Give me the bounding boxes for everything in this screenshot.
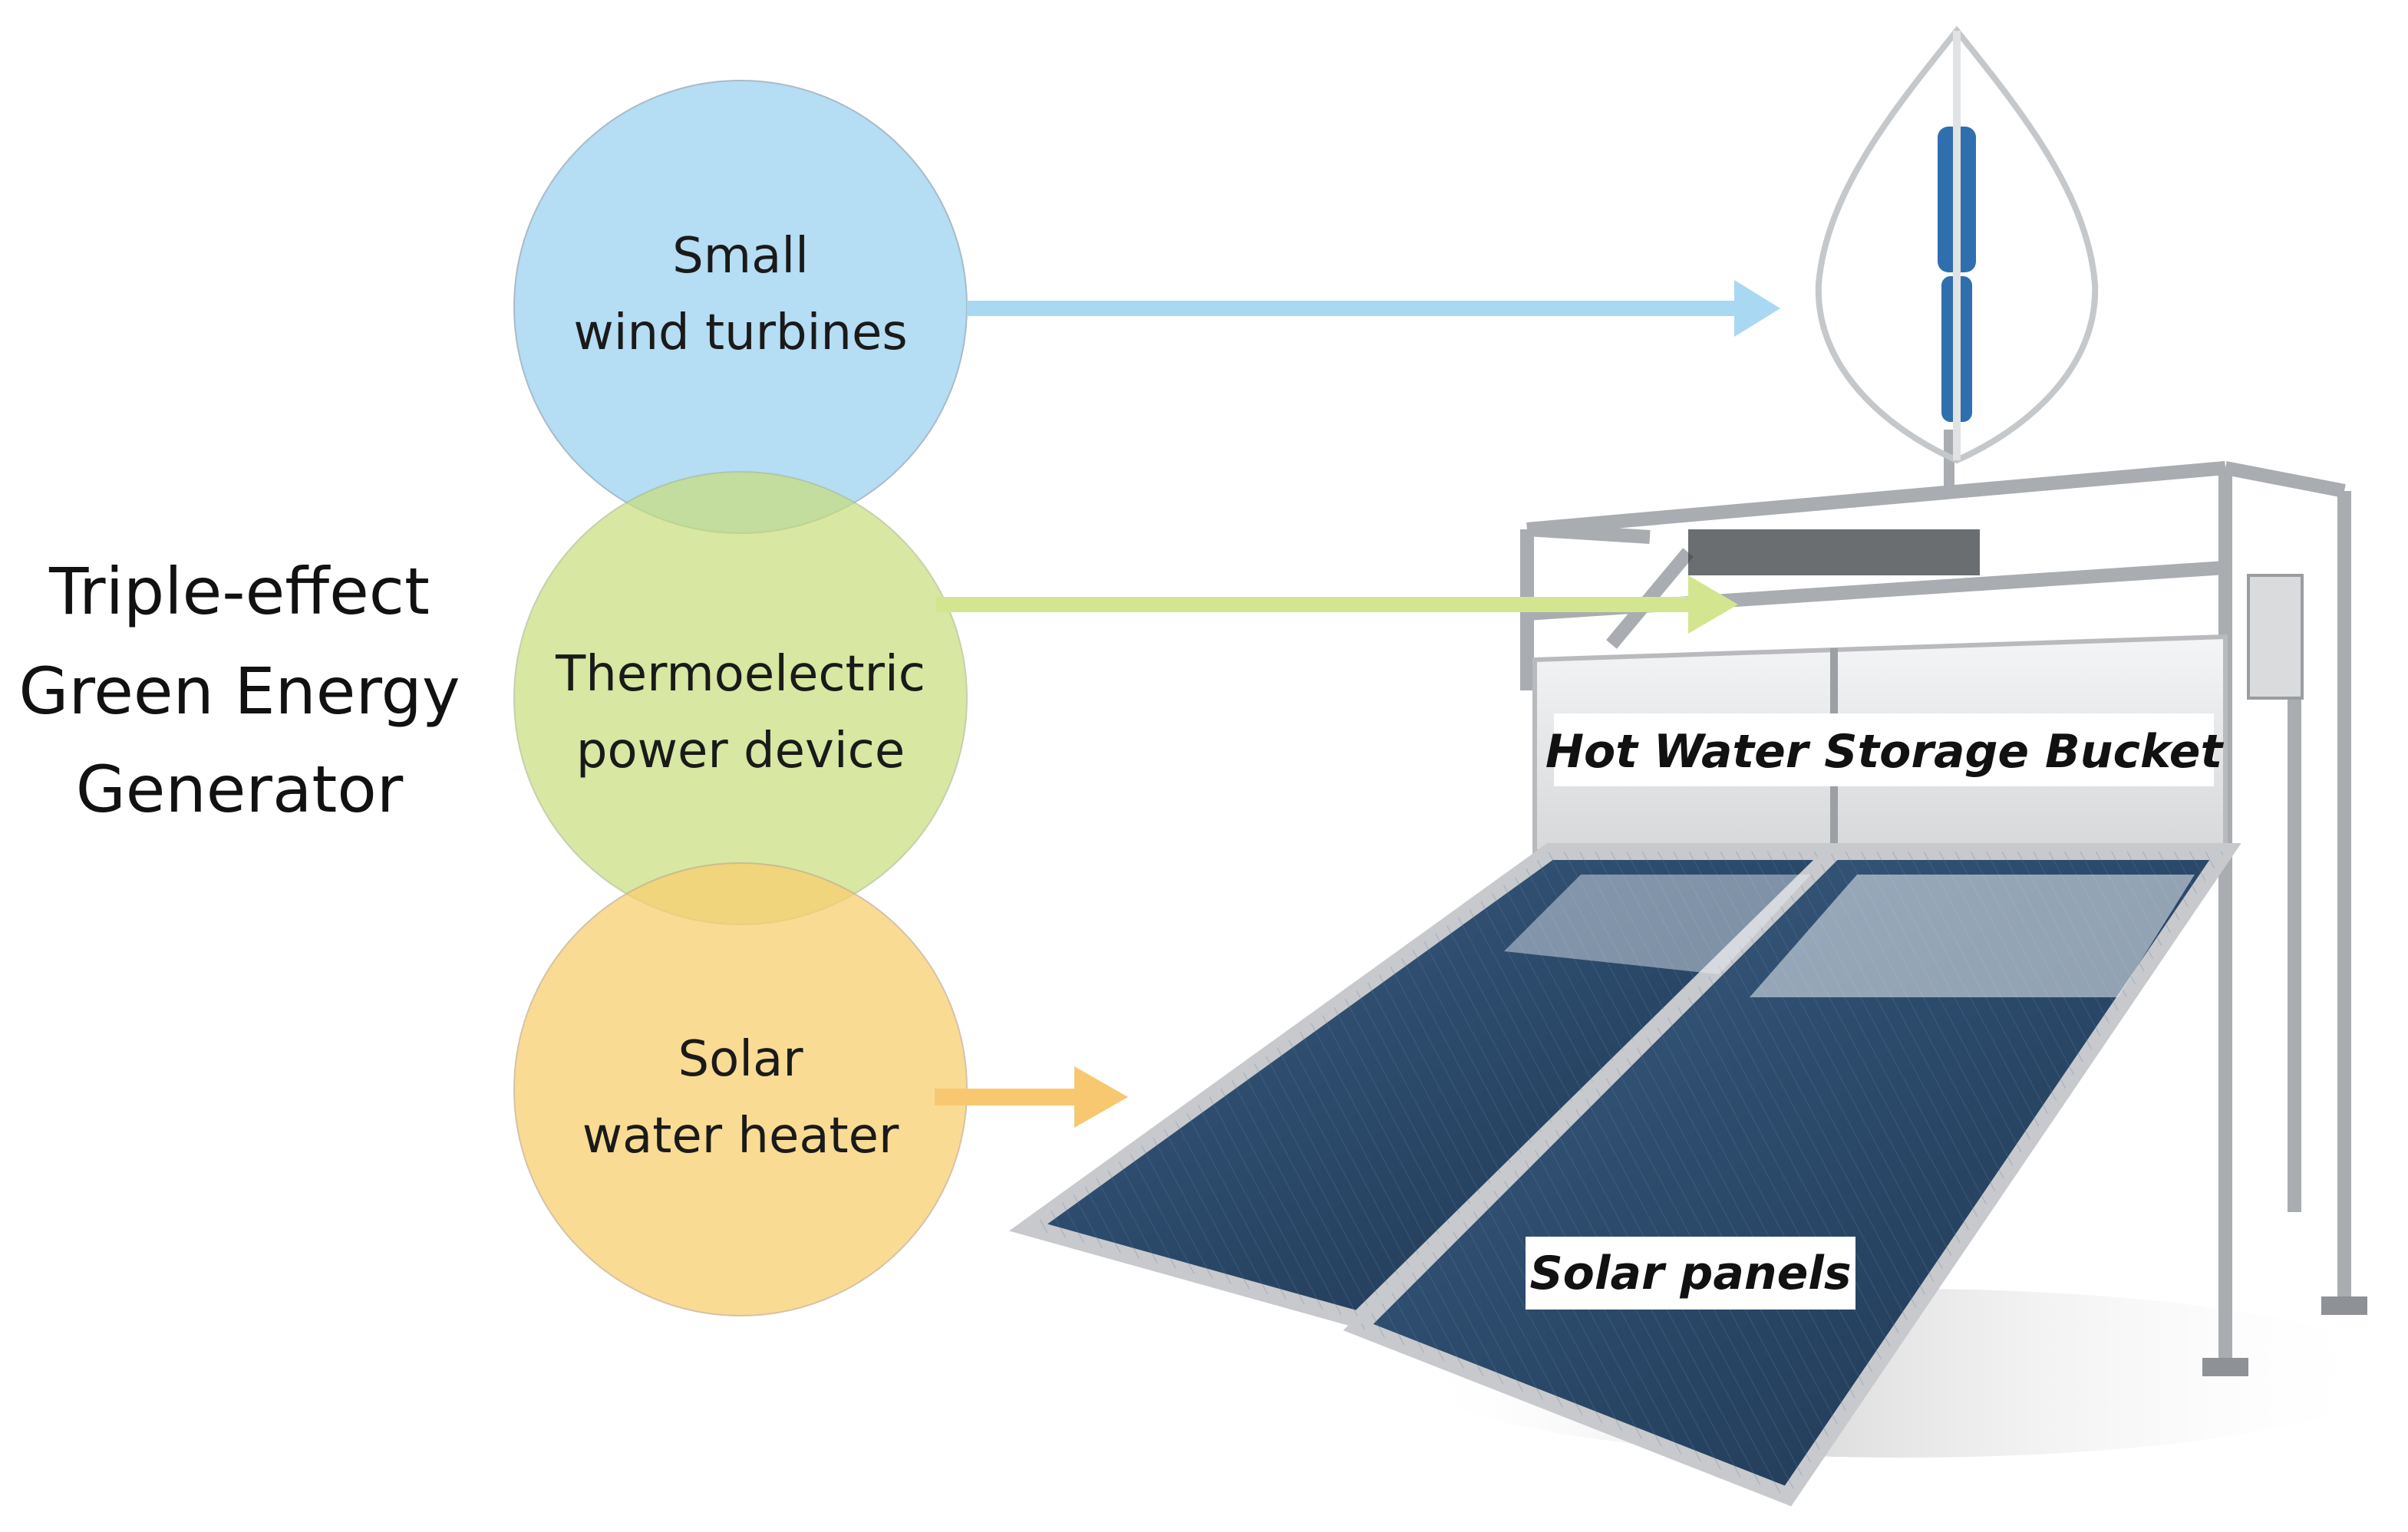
solar-system-illustration bbox=[1009, 25, 2394, 1507]
thermoelectric-label-1: Thermoelectric bbox=[555, 646, 925, 703]
frame-foot-left bbox=[2202, 1358, 2248, 1376]
frame-foot-right bbox=[2321, 1296, 2367, 1315]
wind-turbine bbox=[1815, 25, 2099, 491]
circle-solar-heater bbox=[513, 862, 968, 1316]
wind-turbines-label-2: wind turbines bbox=[573, 305, 907, 361]
control-box bbox=[2247, 574, 2304, 700]
callout-storage: Hot Water Storage Bucket bbox=[1545, 713, 2225, 786]
component-circles: Small wind turbines Thermoelectric power… bbox=[513, 80, 968, 1316]
arrow-solar-heater bbox=[935, 1066, 1128, 1128]
pointer-arrows bbox=[935, 280, 1780, 1128]
diagram-title: Triple-effect Green Energy Generator bbox=[18, 554, 460, 827]
storage-bucket-label: Hot Water Storage Bucket bbox=[1545, 725, 2225, 779]
thermoelectric-module bbox=[1688, 529, 1980, 575]
solar-panel-array bbox=[1009, 843, 2241, 1507]
arrow-thermoelectric bbox=[936, 575, 1738, 634]
callout-panels: Solar panels bbox=[1526, 1237, 1855, 1310]
solar-heater-label-2: water heater bbox=[582, 1108, 899, 1165]
solar-heater-label-1: Solar bbox=[678, 1031, 803, 1088]
title-line-3: Generator bbox=[76, 752, 404, 827]
arrow-wind-turbine bbox=[967, 280, 1780, 337]
title-line-2: Green Energy bbox=[18, 654, 460, 729]
title-line-1: Triple-effect bbox=[48, 554, 430, 629]
wind-turbines-label-1: Small bbox=[672, 228, 809, 285]
solar-panels-label: Solar panels bbox=[1529, 1247, 1851, 1300]
thermoelectric-label-2: power device bbox=[576, 723, 905, 779]
